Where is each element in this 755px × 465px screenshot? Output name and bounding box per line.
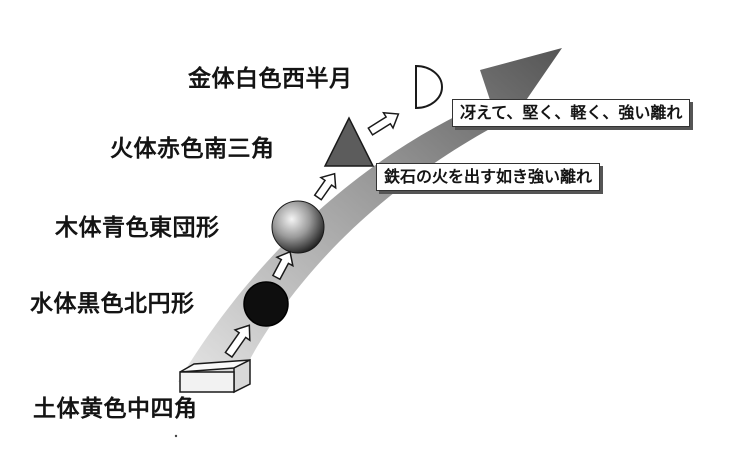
- stage-label-wood: 木体青色東団形: [55, 215, 220, 241]
- earth-box-shape: [179, 358, 251, 394]
- stage-label-fire: 火体赤色南三角: [110, 136, 275, 162]
- fire-triangle-shape: [323, 116, 375, 167]
- step-arrow-icon: [367, 111, 400, 136]
- step-arrow-icon: [313, 172, 337, 201]
- step-arrow-icon: [224, 324, 251, 359]
- water-circle-shape: [243, 281, 289, 327]
- stage-label-earth: 土体黄色中四角: [33, 396, 198, 422]
- stray-dot: [174, 434, 178, 438]
- wood-sphere-shape: [271, 200, 325, 254]
- callout-metal-release: 冴えて、堅く、軽く、強い離れ: [452, 99, 691, 127]
- step-arrow-icon: [271, 250, 294, 281]
- stage-label-metal: 金体白色西半月: [188, 66, 353, 92]
- stage-label-water: 水体黒色北円形: [30, 291, 195, 317]
- callout-fire-release: 鉄石の火を出す如き強い離れ: [376, 163, 601, 191]
- metal-half-moon-shape: [415, 64, 443, 110]
